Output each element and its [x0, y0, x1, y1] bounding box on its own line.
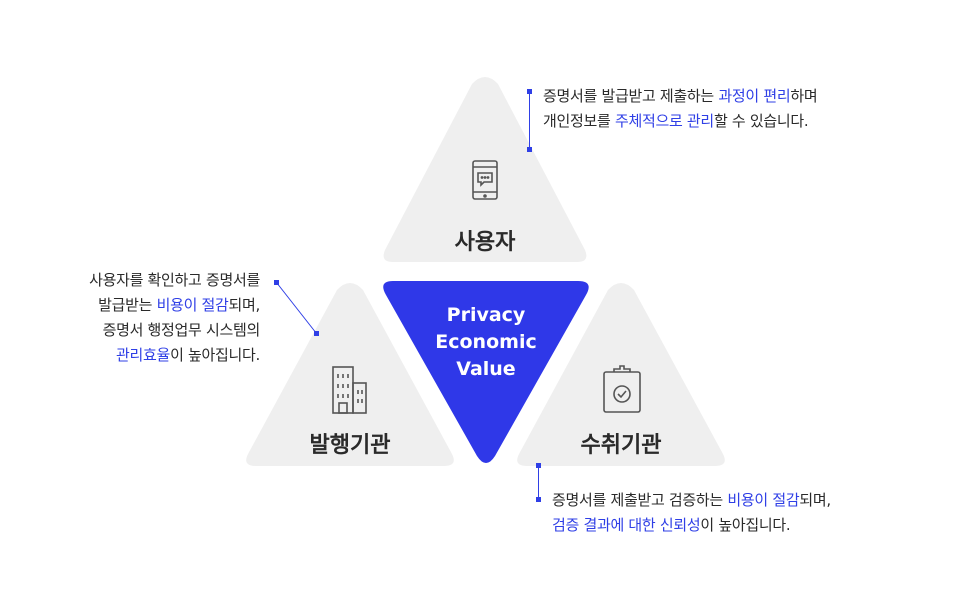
center-triangle	[383, 281, 589, 463]
note-text: 하며	[790, 87, 818, 105]
verifier-note-line-1: 증명서를 제출받고 검증하는 비용이 절감되며,	[552, 488, 831, 513]
user-note-line-2: 개인정보를 주체적으로 관리할 수 있습니다.	[543, 109, 817, 134]
issuer-note-line-4: 관리효율이 높아집니다.	[89, 343, 260, 368]
note-text: 할 수 있습니다.	[713, 112, 809, 130]
verifier-note: 증명서를 제출받고 검증하는 비용이 절감되며, 검증 결과에 대한 신뢰성이 …	[552, 488, 831, 538]
note-text: 사용자를 확인하고 증명서를	[89, 271, 260, 289]
mobile-chat-icon	[472, 160, 498, 200]
building-icon	[332, 366, 367, 414]
user-triangle	[383, 77, 587, 262]
note-text: 이 높아집니다.	[170, 346, 260, 364]
note-highlight: 비용이 절감	[156, 296, 229, 314]
issuer-connector	[274, 280, 319, 336]
center-line-1: Privacy	[446, 304, 526, 326]
note-text: 증명서 행정업무 시스템의	[102, 321, 261, 339]
clipboard-check-icon	[603, 365, 641, 413]
note-text: 되며,	[799, 491, 831, 509]
issuer-note: 사용자를 확인하고 증명서를 발급받는 비용이 절감되며, 증명서 행정업무 시…	[89, 268, 260, 368]
verifier-note-line-2: 검증 결과에 대한 신뢰성이 높아집니다.	[552, 513, 831, 538]
issuer-note-line-2: 발급받는 비용이 절감되며,	[89, 293, 260, 318]
note-text: 증명서를 발급받고 제출하는	[543, 87, 719, 105]
issuer-note-line-1: 사용자를 확인하고 증명서를	[89, 268, 260, 293]
note-highlight: 검증 결과에 대한 신뢰성	[552, 516, 701, 534]
verifier-connector	[536, 463, 541, 502]
verifier-label: 수취기관	[580, 433, 662, 458]
user-label: 사용자	[454, 230, 516, 255]
issuer-label: 발행기관	[309, 433, 391, 458]
user-note-line-1: 증명서를 발급받고 제출하는 과정이 편리하며	[543, 84, 818, 109]
user-note: 증명서를 발급받고 제출하는 과정이 편리하며 개인정보를 주체적으로 관리할 …	[543, 84, 818, 134]
issuer-note-line-3: 증명서 행정업무 시스템의	[89, 318, 261, 343]
note-text: 발급받는	[98, 296, 157, 314]
issuer-triangle	[246, 283, 454, 466]
verifier-triangle	[517, 283, 725, 466]
center-line-2: Economic	[435, 331, 537, 353]
user-connector	[527, 89, 532, 152]
note-highlight: 주체적으로 관리	[614, 112, 714, 130]
note-highlight: 과정이 편리	[718, 87, 791, 105]
note-text: 증명서를 제출받고 검증하는	[552, 491, 728, 509]
note-text: 개인정보를	[543, 112, 615, 130]
center-label: Privacy Economic Value	[400, 302, 572, 383]
note-highlight: 관리효율	[116, 346, 171, 364]
note-text: 되며,	[228, 296, 261, 314]
note-text: 이 높아집니다.	[700, 516, 791, 534]
center-line-3: Value	[456, 358, 516, 380]
note-highlight: 비용이 절감	[727, 491, 800, 509]
